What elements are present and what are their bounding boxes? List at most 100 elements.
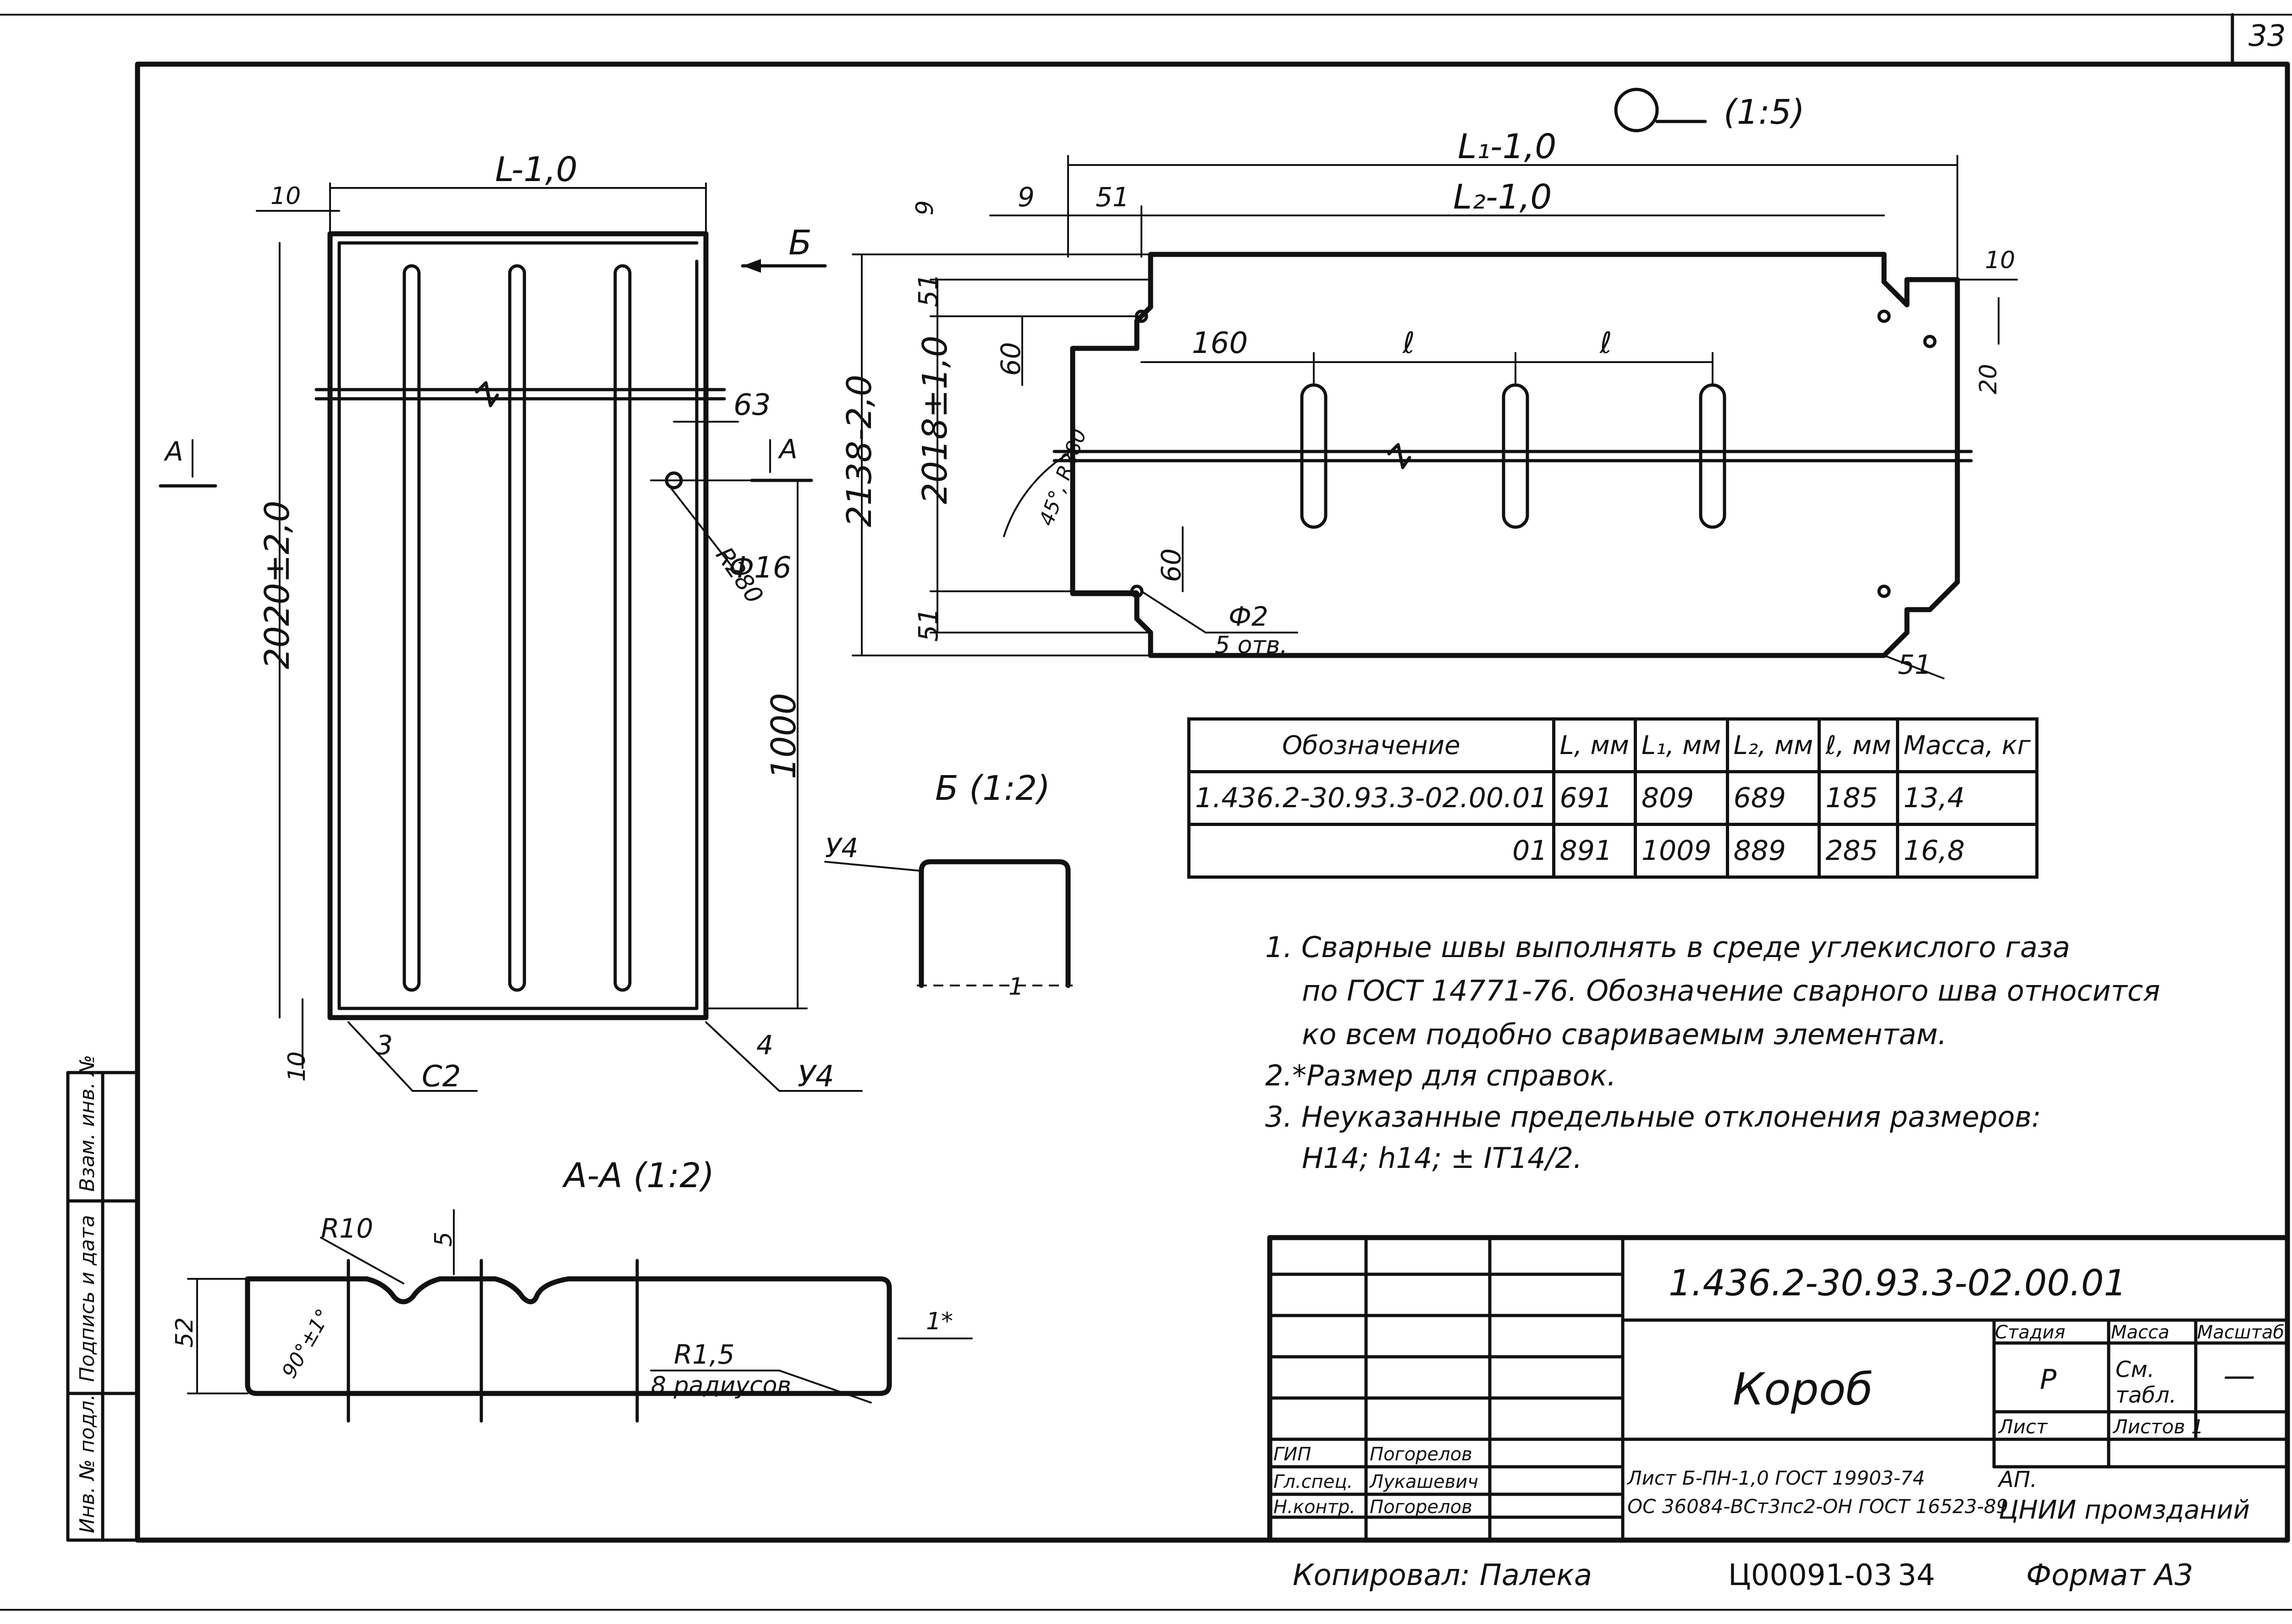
signature-name: Погорелов [1370, 1497, 1472, 1518]
groove [508, 264, 526, 992]
dim-overall-length: L₁-1,0 [1458, 127, 1556, 166]
dim-offset-bottom: 10 [283, 1051, 311, 1082]
title-sheets-header: Листов 1 [2113, 1415, 2204, 1438]
spec-header: L, мм [1552, 717, 1637, 773]
stamp-sign-date: Подпись и дата [76, 1215, 99, 1382]
view-scale: (1:5) [1724, 93, 1805, 132]
note-line: H14; h14; ± IT14/2. [1302, 1141, 1582, 1175]
hole-note: Ф2 [1229, 601, 1268, 632]
spec-header: Масса, кг [1895, 717, 2039, 773]
spec-cell: 1.436.2-30.93.3-02.00.01 [1187, 770, 1555, 826]
spec-cell: 691 [1552, 770, 1637, 826]
spec-cell: 689 [1725, 770, 1821, 826]
dim-top-offset: 9 [911, 200, 939, 215]
cut-mark-a: А [777, 434, 798, 465]
title-mass-header: Масса [2111, 1322, 2170, 1343]
blank-outline [1070, 252, 1960, 658]
dim-right-10: 10 [1985, 247, 2015, 274]
stamp-replace-inv: Взам. инв. № [76, 1055, 99, 1192]
slot [1502, 383, 1529, 529]
title-sheet-header: Лист [1999, 1415, 2048, 1438]
spec-header-row: Обозначение L, мм L₁, мм L₂, мм ℓ, мм Ма… [1187, 717, 2039, 773]
title-material-2: ОС 36084-ВСт3пс2-ОН ГОСТ 16523-89 [1627, 1495, 2009, 1518]
groove [402, 264, 421, 992]
title-stage-value: Р [2040, 1364, 2057, 1396]
side-stamp: Взам. инв. № Подпись и дата Инв. № подл. [66, 1055, 139, 1542]
note-line: 1. Сварные швы выполнять в среде углекис… [1265, 930, 2070, 964]
dim-hole-diameter: Ф16 [729, 551, 792, 585]
weld-mark-c2: С2 [422, 1060, 461, 1094]
page-number: 33 [2248, 19, 2286, 53]
title-scale-header: Масштаб [2197, 1322, 2285, 1343]
footer-archive-code: Ц00091-03 [1728, 1558, 1892, 1592]
title-scale-value: — [2223, 1357, 2255, 1394]
spec-cell: 01 [1187, 823, 1555, 879]
note-line: 3. Неуказанные предельные отклонения раз… [1265, 1100, 2041, 1134]
title-org-1: АП. [1999, 1467, 2038, 1492]
dim-left-offset: 9 [1018, 182, 1035, 213]
dim-radius-note: 45°, R280 [1035, 426, 1091, 529]
section-b: Б (1:2) У4 1 [824, 769, 1073, 1001]
section-a-profile [245, 1276, 892, 1396]
dim-corner-right: 51 [1898, 649, 1932, 680]
dim-pitch-1: ℓ [1402, 326, 1415, 360]
note-line: по ГОСТ 14771-76. Обозначение сварного ш… [1302, 974, 2160, 1007]
dim-pitch-2: ℓ [1599, 326, 1612, 360]
section-a-thickness: 1* [926, 1308, 953, 1335]
signature-role: Гл.спец. [1273, 1471, 1353, 1492]
hole-count: 5 отв. [1215, 632, 1288, 659]
spec-header: Обозначение [1187, 717, 1555, 773]
section-b-label: Б (1:2) [935, 769, 1050, 808]
title-stage-header: Стадия [1995, 1322, 2066, 1343]
signature-name: Лукашевич [1370, 1471, 1478, 1492]
section-a-angle: 90°±1° [277, 1305, 336, 1382]
footer-archive-page: 34 [1898, 1558, 1935, 1592]
slot [1699, 383, 1726, 529]
spec-header: ℓ, мм [1818, 717, 1899, 773]
sheet-frame: 33 [0, 13, 2292, 1611]
dim-corner-top: 51 [913, 273, 944, 307]
box-outline [327, 231, 709, 1020]
section-a-r15: R1,5 [674, 1339, 735, 1370]
spec-cell: 16,8 [1895, 823, 2039, 879]
groove [613, 264, 632, 992]
footer-format: Формат А3 [2026, 1558, 2193, 1592]
dim-inner-height: 2018±1,0 [915, 336, 955, 504]
slot [1300, 383, 1328, 529]
spec-cell: 809 [1633, 770, 1729, 826]
signature-role: Н.контр. [1273, 1497, 1355, 1518]
spec-row: 1.436.2-30.93.3-02.00.01 691 809 689 185… [1187, 770, 2039, 826]
dim-step-bottom: 60 [1156, 548, 1187, 582]
callout-3: 3 [376, 1029, 393, 1061]
dim-width: L-1,0 [495, 150, 578, 189]
dim-step-top: 60 [995, 342, 1026, 376]
section-b-weld: У4 [825, 832, 858, 864]
dim-right-20: 20 [1975, 364, 2002, 394]
dim-edge-distance: 63 [733, 388, 771, 422]
title-org-2: ЦНИИ промзданий [1999, 1495, 2250, 1525]
spec-header: L₂, мм [1725, 717, 1821, 773]
view-arrow-b: Б [788, 223, 812, 263]
signature-role: ГИП [1273, 1444, 1311, 1465]
spec-cell: 185 [1818, 770, 1899, 826]
dim-total-height: 2138-2,0 [840, 374, 879, 527]
section-a-height: 52 [171, 1317, 198, 1348]
dim-inner-length: L₂-1,0 [1453, 177, 1552, 217]
dim-hole-vertical: 1000 [764, 693, 804, 779]
section-a-r10: R10 [321, 1213, 373, 1244]
spec-cell: 13,4 [1895, 770, 2039, 826]
title-block [1267, 1235, 2290, 1543]
title-designation: 1.436.2-30.93.3-02.00.01 [1669, 1263, 2127, 1304]
dim-offset-top: 10 [270, 182, 301, 210]
dim-corner-bottom: 51 [913, 608, 944, 642]
section-a: А-А (1:2) 52 R10 5 90°±1° 1* R1,5 8 ради… [171, 1156, 973, 1423]
cut-mark-a-left: А [163, 436, 183, 467]
spec-cell: 1009 [1633, 823, 1729, 879]
section-b-callout: 1 [1008, 973, 1024, 1001]
spec-cell: 285 [1818, 823, 1899, 879]
note-line: 2.*Размер для справок. [1265, 1059, 1616, 1092]
section-a-depth: 5 [430, 1232, 457, 1247]
title-name: Короб [1733, 1364, 1873, 1415]
